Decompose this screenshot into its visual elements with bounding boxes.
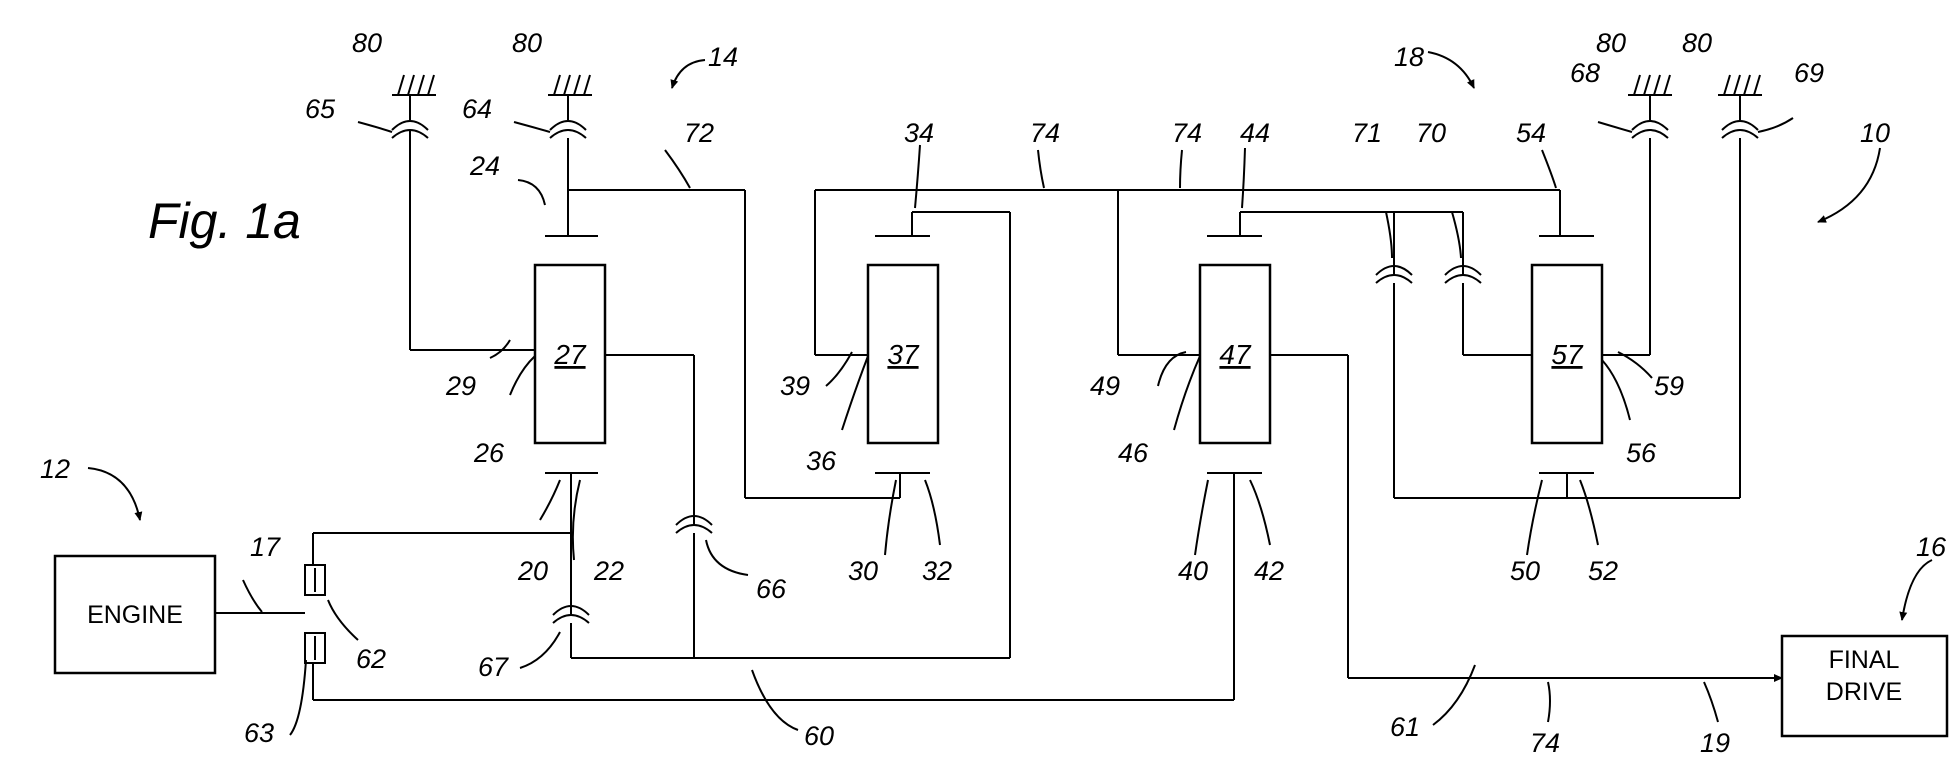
ref-26: 26 [473,438,505,468]
final-drive-label-line2: DRIVE [1826,678,1902,706]
ref-44: 44 [1240,118,1270,148]
ref-36: 36 [806,446,837,476]
ref-60: 60 [804,721,834,751]
ref-59: 59 [1654,371,1684,401]
ref-65: 65 [305,94,336,124]
ref-74-c: 74 [1530,728,1560,758]
ref-80-d: 80 [1682,28,1712,58]
ref-30: 30 [848,556,878,586]
ref-54: 54 [1516,118,1546,148]
ref-52: 52 [1588,556,1618,586]
reference-numerals: 80 80 80 80 65 64 14 72 34 74 74 44 18 7… [40,28,1947,758]
ref-24: 24 [469,151,500,181]
brake-64 [550,95,586,138]
ref-72: 72 [684,118,714,148]
ref-68: 68 [1570,58,1600,88]
ref-12: 12 [40,454,70,484]
ref-56: 56 [1626,438,1657,468]
ref-34: 34 [904,118,934,148]
ref-67: 67 [478,652,509,682]
final-drive-label-line1: FINAL [1829,646,1900,674]
ref-17: 17 [250,532,281,562]
gearset-57: 57 [1532,236,1602,473]
ref-46: 46 [1118,438,1149,468]
ref-20: 20 [517,556,548,586]
ref-32: 32 [922,556,952,586]
brake-69 [1722,95,1758,138]
clutch-62-63 [305,565,325,663]
ground-symbol-65 [392,75,436,95]
ref-74-b: 74 [1172,118,1202,148]
svg-text:27: 27 [553,339,587,370]
engine-label: ENGINE [87,601,183,629]
gearset-37: 37 [868,236,938,473]
ref-50: 50 [1510,556,1540,586]
ref-18: 18 [1394,42,1424,72]
ref-62: 62 [356,644,386,674]
ref-80-c: 80 [1596,28,1626,58]
ref-71: 71 [1352,118,1382,148]
ground-symbol-64 [548,75,592,95]
svg-text:57: 57 [1551,339,1584,370]
brake-65 [392,95,428,138]
ref-22: 22 [593,556,624,586]
ref-39: 39 [780,371,810,401]
ref-69: 69 [1794,58,1824,88]
ref-29: 29 [445,371,476,401]
ref-16: 16 [1916,532,1947,562]
ref-42: 42 [1254,556,1284,586]
gearset-27: 27 [535,236,605,473]
ref-40: 40 [1178,556,1208,586]
figure-title: Fig. 1a [148,193,301,249]
ref-19: 19 [1700,728,1730,758]
ref-74-a: 74 [1030,118,1060,148]
ref-64: 64 [462,94,492,124]
ref-80-a: 80 [352,28,382,58]
ref-66: 66 [756,574,787,604]
ref-14: 14 [708,42,738,72]
ref-49: 49 [1090,371,1120,401]
gearset-47: 47 [1200,236,1270,473]
ref-10: 10 [1860,118,1890,148]
ground-symbol-69 [1718,75,1762,95]
brake-68 [1632,95,1668,138]
ref-70: 70 [1416,118,1446,148]
ref-63: 63 [244,718,274,748]
svg-text:37: 37 [887,339,920,370]
ground-symbol-68 [1628,75,1672,95]
ref-61: 61 [1390,712,1420,742]
svg-text:47: 47 [1219,339,1252,370]
ref-80-b: 80 [512,28,542,58]
